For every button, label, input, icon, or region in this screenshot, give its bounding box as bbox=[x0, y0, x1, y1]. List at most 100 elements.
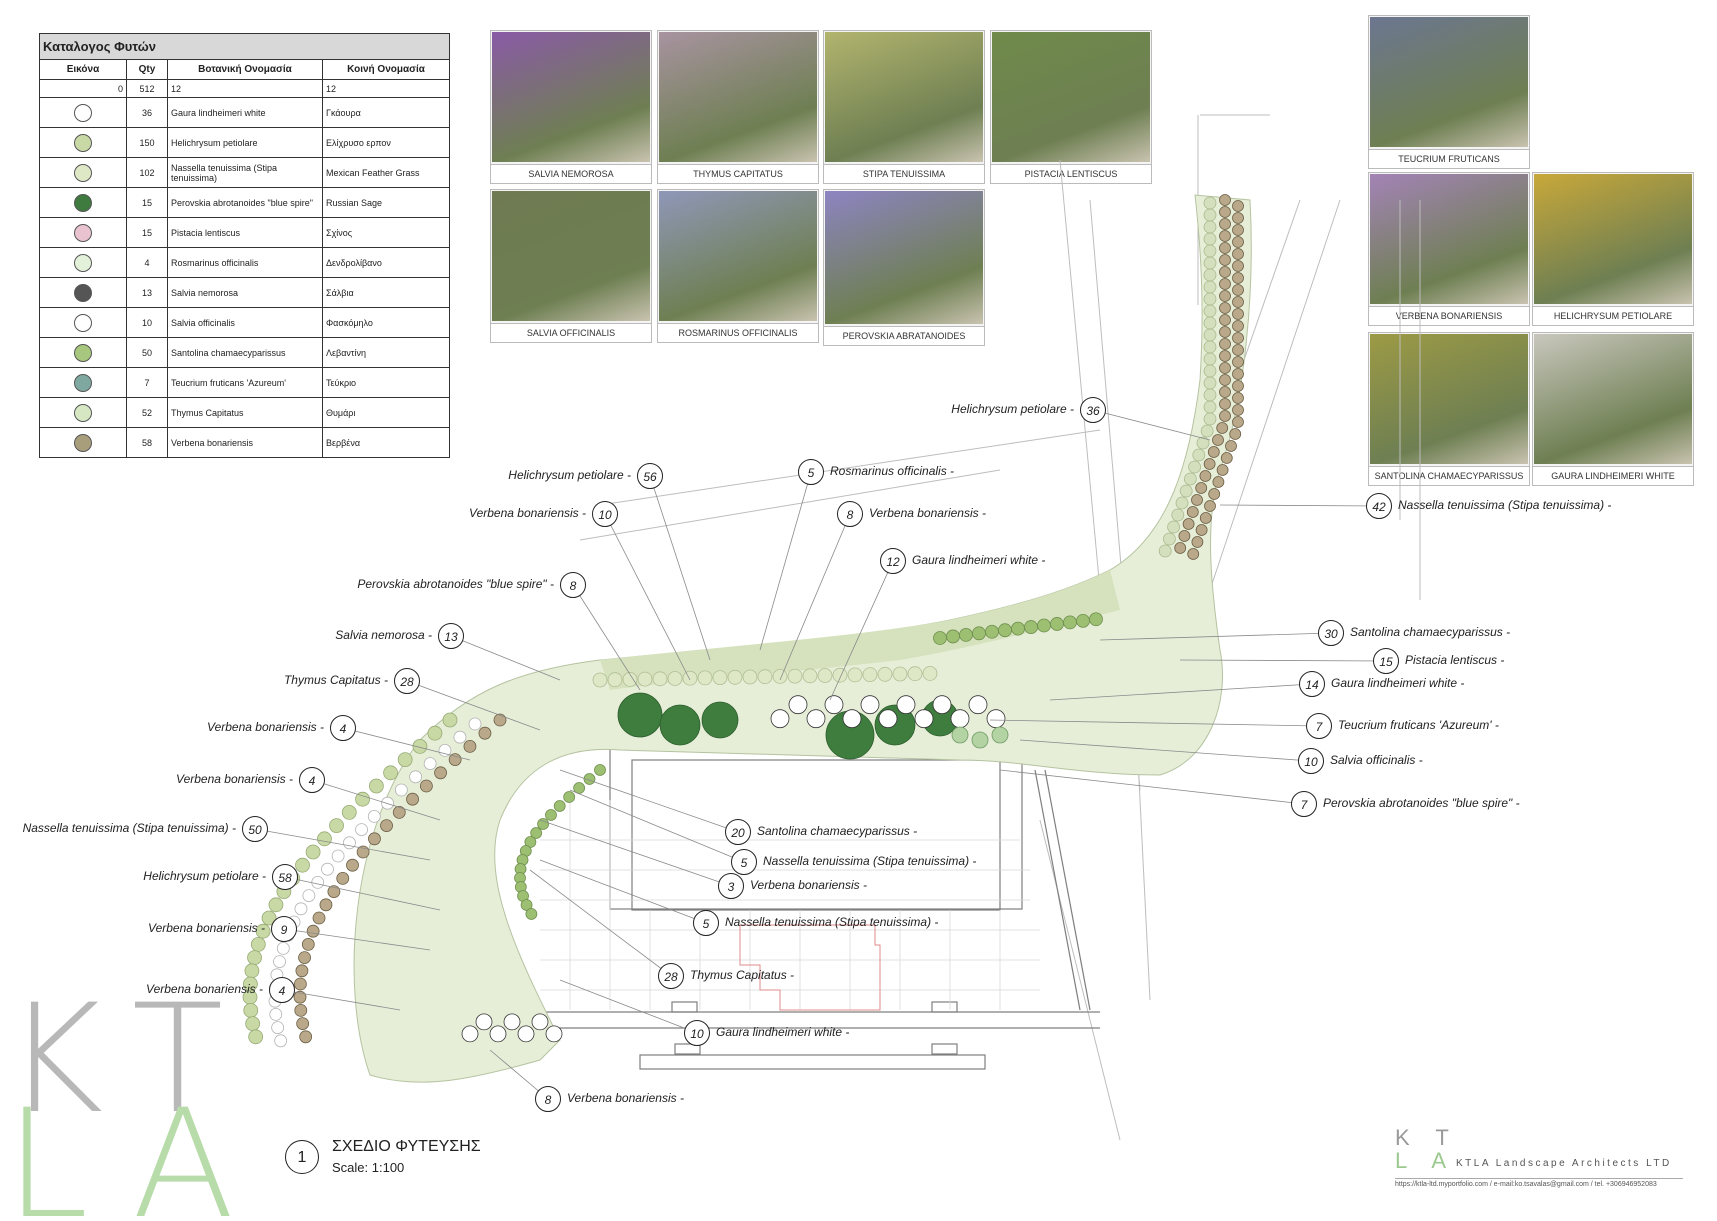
leader-line bbox=[759, 471, 812, 651]
verbena-symbol bbox=[346, 858, 359, 872]
thymus-symbol bbox=[74, 403, 92, 422]
gaura-symbol bbox=[74, 103, 92, 122]
verbena-symbol bbox=[1219, 350, 1231, 362]
nassella-symbol bbox=[847, 667, 863, 683]
helichrysum-symbol bbox=[1203, 412, 1217, 426]
verbena-symbol bbox=[1219, 278, 1231, 290]
helichrysum-symbol bbox=[317, 831, 332, 847]
helichrysum-symbol bbox=[1203, 304, 1217, 318]
leader-line bbox=[569, 789, 745, 863]
plant-table-title: Καταλογος Φυτών bbox=[39, 33, 450, 60]
leader-line bbox=[999, 769, 1305, 805]
santolina-symbol bbox=[1063, 615, 1077, 630]
leader-line bbox=[281, 989, 401, 1011]
plant-photo-image bbox=[992, 32, 1150, 162]
helichrysum-symbol bbox=[1203, 328, 1217, 342]
santolina-symbol bbox=[553, 800, 566, 812]
verbena-symbol bbox=[319, 898, 333, 912]
plant-photo-image bbox=[1534, 334, 1692, 464]
verbena-symbol bbox=[1219, 326, 1231, 338]
santolina-symbol bbox=[1011, 621, 1025, 636]
plant-photo-caption: SANTOLINA CHAMAECYPARISSUS bbox=[1369, 466, 1529, 485]
nassella-symbol bbox=[832, 667, 848, 683]
nassella-symbol bbox=[907, 666, 923, 682]
callout-label: Helichrysum petiolare - bbox=[951, 402, 1074, 416]
verbena-symbol bbox=[1232, 212, 1244, 224]
verbena-symbol bbox=[392, 806, 406, 819]
callout-label: Verbena bonariensis - bbox=[567, 1091, 684, 1105]
verbena-symbol bbox=[1216, 422, 1229, 434]
gaura-symbol bbox=[806, 709, 826, 729]
helichrysum-symbol bbox=[1203, 376, 1217, 390]
plant-common-name: Δενδρολίβανο bbox=[322, 247, 450, 278]
gaura-symbol bbox=[950, 709, 970, 729]
plant-photo: STIPA TENUISSIMA bbox=[823, 30, 985, 184]
plant-photo-caption: VERBENA BONARIENSIS bbox=[1369, 306, 1529, 325]
plant-symbol-cell bbox=[39, 217, 127, 248]
verbena-symbol bbox=[1219, 386, 1231, 398]
helichrysum-symbol bbox=[383, 765, 398, 781]
santolina-symbol bbox=[530, 827, 543, 839]
plant-qty: 10 bbox=[126, 307, 168, 338]
verbena-symbol bbox=[1186, 506, 1199, 518]
callout-label: Gaura lindheimeri white - bbox=[716, 1025, 850, 1039]
nassella-symbol bbox=[802, 668, 818, 684]
verbena-symbol bbox=[1219, 266, 1231, 278]
plant-photo-caption: HELICHRYSUM PETIOLARE bbox=[1533, 306, 1693, 325]
nassella-symbol bbox=[394, 783, 408, 797]
callout-number: 4 bbox=[269, 977, 295, 1003]
verbena-symbol bbox=[1195, 524, 1208, 536]
teucrium-symbol bbox=[74, 373, 92, 392]
verbena-symbol bbox=[1216, 464, 1229, 476]
helichrysum-symbol bbox=[247, 950, 262, 965]
plant-botanical-name: Salvia nemorosa bbox=[167, 277, 323, 308]
callout-label: Verbena bonariensis - bbox=[146, 982, 263, 996]
leader-line bbox=[1092, 409, 1211, 441]
gaura-symbol bbox=[986, 709, 1006, 729]
helichrysum-symbol bbox=[412, 739, 428, 754]
verbena-symbol bbox=[1232, 296, 1244, 308]
verbena-symbol bbox=[448, 753, 462, 766]
callout-number: 8 bbox=[837, 501, 863, 527]
verbena-symbol bbox=[1219, 218, 1231, 230]
helichrysum-symbol bbox=[341, 805, 357, 820]
callout-label: Santolina chamaecyparissus - bbox=[1350, 625, 1511, 639]
plant-symbol-cell bbox=[39, 277, 127, 308]
leader-line bbox=[283, 928, 431, 951]
helichrysum-symbol bbox=[427, 725, 443, 741]
gaura-symbol bbox=[914, 709, 934, 729]
plant-botanical-name: Perovskia abrotanoides "blue spire" bbox=[167, 187, 323, 218]
plant-list-table: Καταλογος Φυτών Εικόνα Qty Βοτανική Ονομ… bbox=[39, 33, 450, 458]
plant-photo: PISTACIA LENTISCUS bbox=[990, 30, 1152, 184]
verbena-symbol bbox=[1219, 230, 1231, 242]
salvia-officinalis-symbol bbox=[74, 313, 92, 332]
nassella-symbol bbox=[607, 672, 623, 688]
callout-label: Perovskia abrotanoides "blue spire" - bbox=[1323, 796, 1520, 810]
verbena-symbol bbox=[295, 964, 309, 978]
nassella-symbol bbox=[652, 671, 668, 687]
helichrysum-symbol bbox=[248, 1029, 264, 1045]
verbena-symbol bbox=[1191, 536, 1204, 548]
gaura-symbol bbox=[517, 1025, 535, 1043]
nassella-symbol bbox=[331, 849, 345, 863]
gaura-symbol bbox=[824, 695, 844, 715]
nassella-symbol bbox=[269, 1008, 283, 1021]
callout-number: 10 bbox=[684, 1020, 710, 1046]
gaura-symbol bbox=[545, 1025, 563, 1043]
nassella-symbol bbox=[742, 669, 758, 685]
verbena-symbol bbox=[1219, 302, 1231, 314]
callout-number: 20 bbox=[725, 819, 751, 845]
leader-line bbox=[989, 719, 1320, 727]
verbena-symbol bbox=[74, 433, 92, 452]
callout-label: Gaura lindheimeri white - bbox=[1331, 676, 1465, 690]
leader-line bbox=[342, 727, 471, 761]
nassella-symbol bbox=[592, 672, 608, 688]
nassella-symbol bbox=[772, 669, 788, 684]
santolina-symbol bbox=[998, 623, 1012, 638]
verbena-symbol bbox=[1219, 194, 1231, 206]
verbena-symbol bbox=[1232, 368, 1244, 380]
verbena-symbol bbox=[1207, 446, 1220, 458]
callout-label: Verbena bonariensis - bbox=[469, 506, 586, 520]
